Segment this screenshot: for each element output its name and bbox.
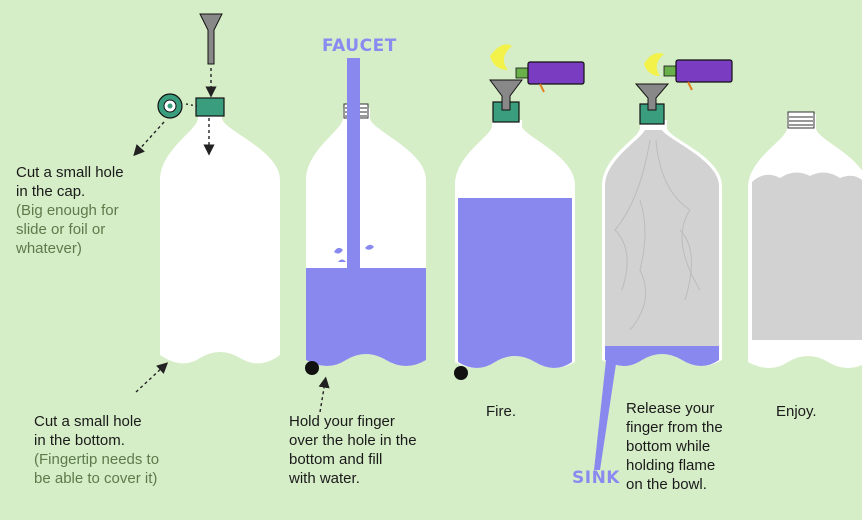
step-5-line-2: finger from the: [626, 419, 723, 436]
bottle-2: [305, 58, 426, 413]
lighter-icon-2: [644, 53, 733, 91]
step-1-note-2: slide or foil or: [16, 221, 106, 238]
step-5-line-3: bottom while: [626, 438, 711, 455]
step-2-note-2: be able to cover it): [34, 470, 158, 487]
step-2-line-1: Cut a small hole: [34, 413, 142, 430]
step-1-note-3: whatever): [16, 240, 82, 257]
step-3-line-3: bottom and fill: [289, 451, 383, 468]
step-6-text: Enjoy.: [776, 402, 846, 421]
faucet-label: FAUCET: [322, 36, 397, 56]
step-5-line-1: Release your: [626, 400, 715, 417]
draining-water: [594, 360, 616, 470]
bottle-1: [133, 13, 280, 393]
bottle-3: [454, 44, 585, 380]
washer-icon: [157, 93, 183, 119]
water-stream: [347, 58, 360, 270]
step-5-line-5: on the bowl.: [626, 476, 707, 493]
step-3-line-4: with water.: [289, 470, 360, 487]
step-3-text: Hold your finger over the hole in the bo…: [289, 412, 449, 488]
step-1-note-1: (Big enough for: [16, 202, 119, 219]
step-4-line-1: Fire.: [486, 403, 516, 420]
step-6-line-1: Enjoy.: [776, 403, 817, 420]
step-1-line-2: in the cap.: [16, 183, 86, 200]
step-4-text: Fire.: [486, 402, 546, 421]
step-1-line-1: Cut a small hole: [16, 164, 124, 181]
step-5-text: Release your finger from the bottom whil…: [626, 399, 756, 494]
bottle-5: [748, 111, 862, 368]
step-2-note-1: (Fingertip needs to: [34, 451, 160, 468]
lighter-icon: [490, 44, 585, 93]
step-3-line-2: over the hole in the: [289, 432, 417, 449]
finger-dot: [305, 361, 319, 375]
bottle-4: [594, 53, 733, 470]
step-5-line-4: holding flame: [626, 457, 716, 474]
step-2-text: Cut a small hole in the bottom. (Fingert…: [34, 412, 194, 488]
step-1-text: Cut a small hole in the cap. (Big enough…: [16, 163, 156, 258]
step-3-line-1: Hold your finger: [289, 413, 395, 430]
cap-icon: [195, 97, 225, 117]
bowl-stem-icon: [199, 13, 223, 65]
sink-label: SINK: [572, 468, 620, 488]
step-2-line-2: in the bottom.: [34, 432, 125, 449]
